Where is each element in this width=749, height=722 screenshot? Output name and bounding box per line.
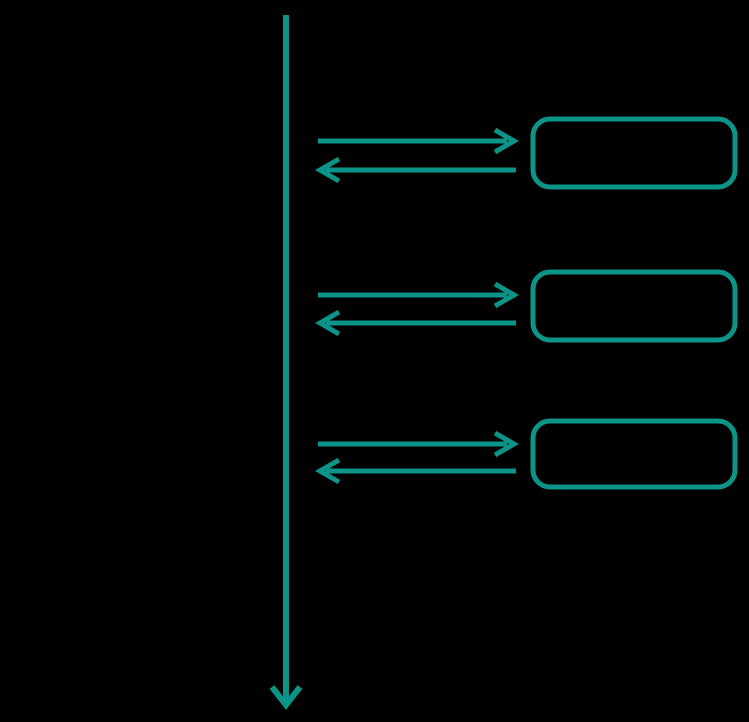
arrow-left-icon bbox=[315, 457, 341, 485]
timeline-group bbox=[269, 15, 303, 710]
arrow-left-icon bbox=[315, 156, 341, 184]
arrow-right-icon bbox=[493, 127, 519, 155]
arrow-down-icon bbox=[269, 685, 303, 710]
box-3 bbox=[530, 418, 738, 490]
arrow-left-icon bbox=[315, 309, 341, 337]
exchange-1-group bbox=[315, 116, 738, 190]
arrow-right-icon bbox=[493, 281, 519, 309]
box-1 bbox=[530, 116, 738, 190]
box-2 bbox=[530, 269, 738, 343]
exchange-3-group bbox=[315, 418, 738, 490]
arrow-right-icon bbox=[493, 430, 519, 458]
exchange-2-group bbox=[315, 269, 738, 343]
